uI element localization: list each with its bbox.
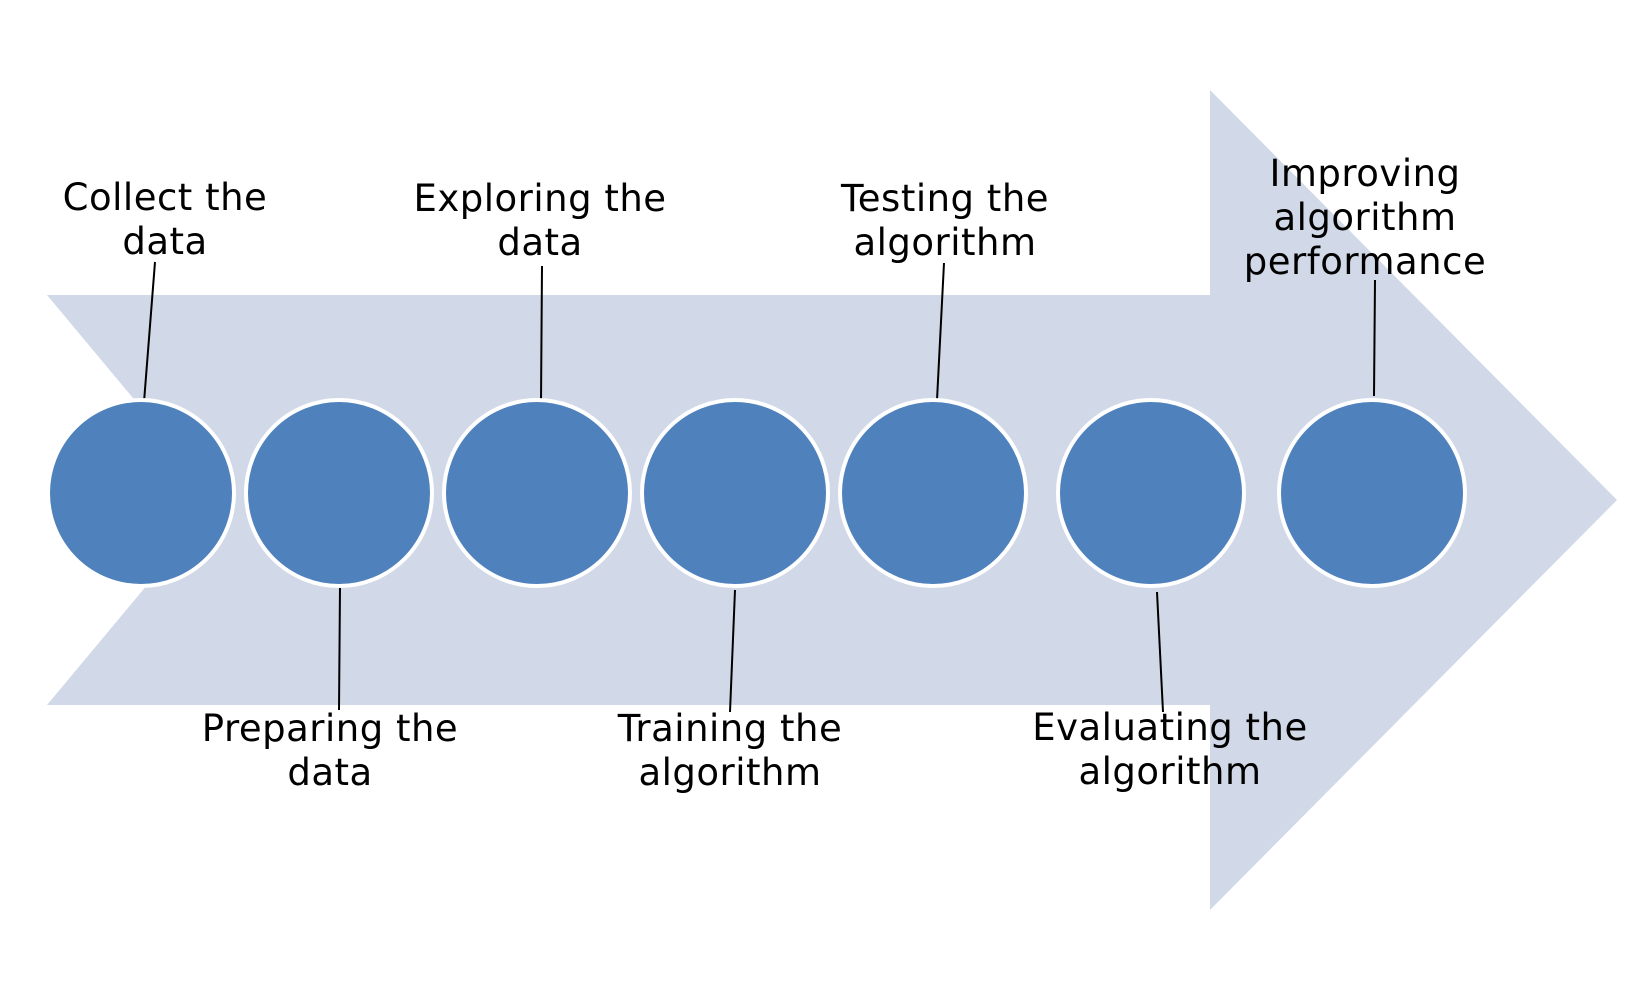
connector-line-collect xyxy=(143,261,156,403)
connector-line-training xyxy=(729,589,736,713)
step-node-collect xyxy=(46,398,236,588)
connector-line-improving xyxy=(1373,279,1376,397)
step-label-line: Improving xyxy=(1269,152,1461,195)
step-node-training xyxy=(640,398,830,588)
step-node-testing xyxy=(838,398,1028,588)
step-node-improving xyxy=(1277,398,1467,588)
step-label-line: Testing the xyxy=(840,177,1050,220)
step-label-evaluating: Evaluating the algorithm xyxy=(1015,706,1325,794)
step-label-line: Collect the xyxy=(62,176,268,219)
step-label-exploring: Exploring the data xyxy=(400,177,680,265)
step-label-line: data xyxy=(497,221,583,264)
step-label-preparing: Preparing the data xyxy=(185,707,475,795)
step-label-training: Training the algorithm xyxy=(600,707,860,795)
step-label-improving: Improving algorithm performance xyxy=(1220,152,1510,284)
step-label-testing: Testing the algorithm xyxy=(820,177,1070,265)
step-label-line: Exploring the xyxy=(413,177,667,220)
step-node-evaluating xyxy=(1056,398,1246,588)
step-label-line: algorithm xyxy=(853,221,1037,264)
step-label-line: data xyxy=(122,220,208,263)
connector-line-evaluating xyxy=(1156,591,1164,713)
step-nodes xyxy=(46,398,1467,588)
step-node-exploring xyxy=(442,398,632,588)
step-label-collect: Collect the data xyxy=(55,176,275,264)
step-label-line: Evaluating the xyxy=(1032,706,1308,749)
connector-line-exploring xyxy=(540,265,543,403)
connector-lines xyxy=(143,261,1376,713)
connector-line-preparing xyxy=(338,586,341,711)
step-node-preparing xyxy=(244,398,434,588)
step-label-line: performance xyxy=(1243,240,1487,283)
step-label-line: algorithm xyxy=(1078,750,1262,793)
step-label-line: data xyxy=(287,751,373,794)
process-arrow xyxy=(47,90,1617,910)
step-label-line: algorithm xyxy=(638,751,822,794)
step-label-line: algorithm xyxy=(1273,196,1457,239)
step-label-line: Preparing the xyxy=(201,707,459,750)
connector-line-testing xyxy=(936,262,945,401)
step-label-line: Training the xyxy=(617,707,843,750)
